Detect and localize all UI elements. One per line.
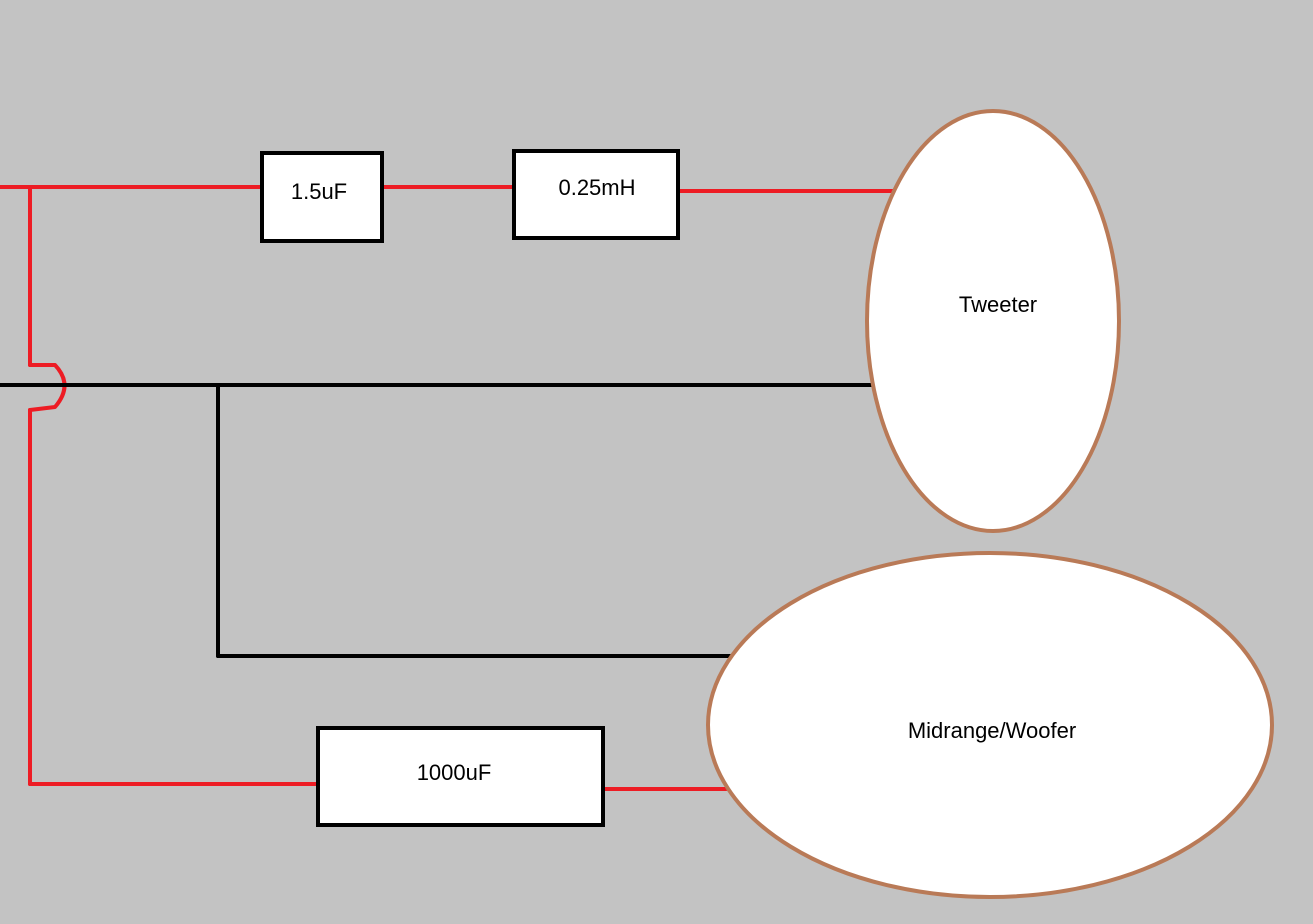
capacitor-1000uf-label: 1000uF (416, 760, 492, 785)
inductor-0-25mh-label: 0.25mH (558, 175, 636, 200)
capacitor-1-5uf-box (260, 151, 384, 243)
tweeter-label: Tweeter (958, 292, 1038, 317)
tweeter-speaker (865, 109, 1121, 533)
ground-wiring (0, 383, 877, 658)
woofer-speaker (706, 551, 1274, 899)
inductor-0-25mh-box (512, 149, 680, 240)
capacitor-1-5uf-label: 1.5uF (290, 179, 348, 204)
capacitor-1000uf-box (316, 726, 605, 827)
woofer-label: Midrange/Woofer (907, 718, 1077, 743)
pos-wire-crossover-hop (28, 363, 67, 412)
